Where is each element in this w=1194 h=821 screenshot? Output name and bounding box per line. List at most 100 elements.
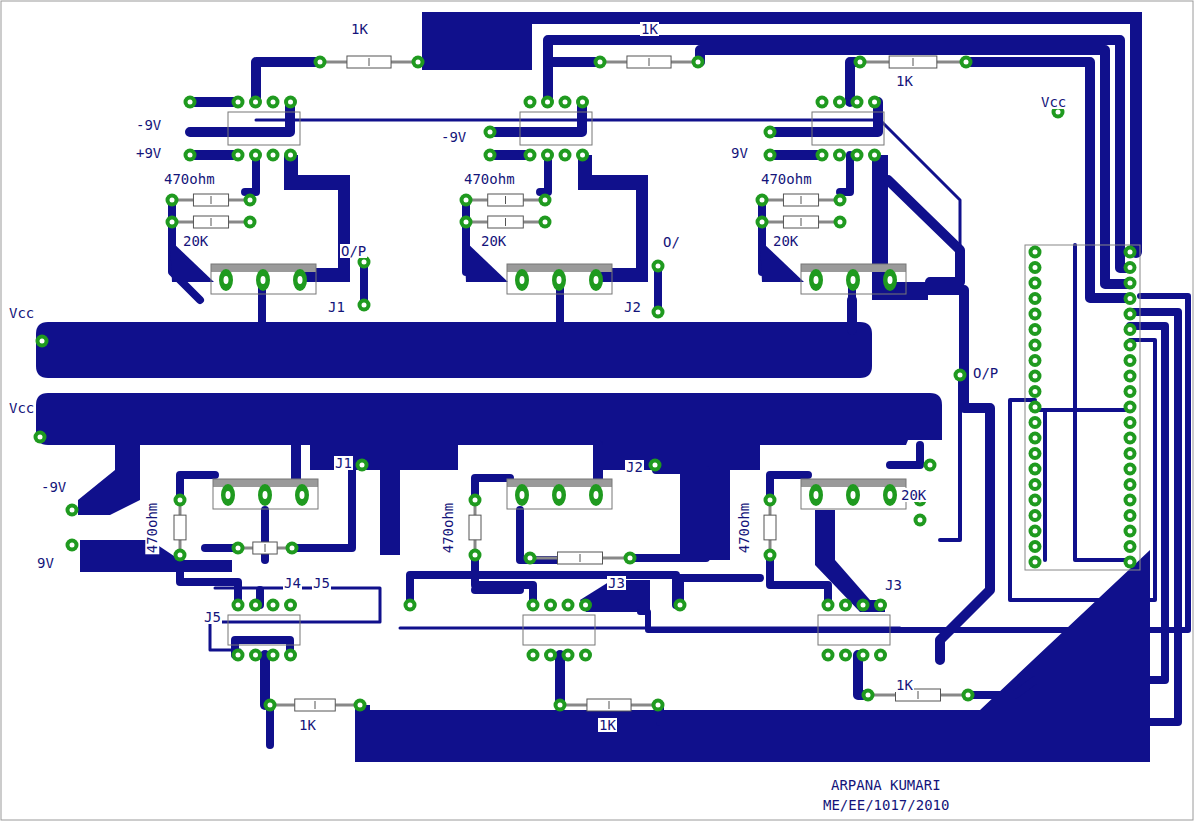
regulator-outline	[801, 479, 906, 509]
pad	[244, 194, 257, 207]
pad-hole	[1128, 343, 1133, 348]
pad	[846, 484, 860, 506]
regulator-outline	[507, 479, 612, 509]
pad	[839, 649, 852, 662]
pad-hole	[548, 603, 553, 608]
pad-hole	[1128, 312, 1133, 317]
pad-hole	[1033, 281, 1038, 286]
ic-outline	[520, 112, 592, 145]
pad	[846, 269, 860, 291]
pad-hole	[548, 653, 553, 658]
pad	[1124, 478, 1137, 491]
pad-hole	[878, 653, 883, 658]
pad	[1029, 385, 1042, 398]
pad-hole	[362, 260, 367, 265]
pad-hole	[248, 220, 253, 225]
pad-hole	[1128, 389, 1133, 394]
pad-hole	[528, 100, 533, 105]
resistor-value: 20K	[900, 488, 927, 502]
pad-hole	[837, 153, 842, 158]
pad-hole	[360, 463, 365, 468]
pad	[267, 649, 280, 662]
pad	[579, 649, 592, 662]
pad	[809, 269, 823, 291]
pad-hole	[288, 653, 293, 658]
pad-hole	[1128, 265, 1133, 270]
pad-hole	[236, 153, 241, 158]
pad-hole	[528, 556, 533, 561]
pad-hole	[814, 491, 819, 499]
pad	[286, 542, 299, 555]
pad-hole	[271, 100, 276, 105]
pad	[816, 149, 829, 162]
pad	[1124, 385, 1137, 398]
pad-hole	[263, 491, 268, 499]
resistor-value: 1K	[895, 74, 914, 88]
pad	[576, 149, 589, 162]
pad-hole	[271, 603, 276, 608]
pad	[962, 689, 975, 702]
pad	[460, 216, 473, 229]
pad-hole	[598, 60, 603, 65]
pad-hole	[178, 553, 183, 558]
pad	[544, 649, 557, 662]
signal-label: -9V	[440, 130, 467, 144]
pad	[1029, 478, 1042, 491]
pad-hole	[1033, 560, 1038, 565]
pad-hole	[358, 703, 363, 708]
pad-hole	[1033, 296, 1038, 301]
pad-hole	[236, 653, 241, 658]
pad-hole	[261, 276, 266, 284]
resistor-mark	[913, 58, 914, 66]
resistor-mark	[580, 554, 581, 562]
pad	[284, 649, 297, 662]
pad	[834, 194, 847, 207]
pad-hole	[843, 653, 848, 658]
pad	[544, 599, 557, 612]
pad	[358, 299, 371, 312]
signal-label: J1	[327, 300, 346, 314]
pad	[756, 194, 769, 207]
pad	[249, 599, 262, 612]
signal-label: J2	[623, 300, 642, 314]
pad-hole	[928, 463, 933, 468]
resistor-value: 20K	[182, 234, 209, 248]
resistor-value: 470ohm	[163, 172, 216, 186]
pad	[692, 56, 705, 69]
pad-hole	[236, 100, 241, 105]
pad-hole	[70, 543, 75, 548]
pad-hole	[1128, 544, 1133, 549]
pad	[579, 599, 592, 612]
resistor-mark	[801, 218, 802, 226]
resistor-mark	[801, 196, 802, 204]
pad-hole	[768, 153, 773, 158]
pad	[524, 96, 537, 109]
pad	[469, 549, 482, 562]
pad	[284, 149, 297, 162]
pad-hole	[1128, 250, 1133, 255]
resistor-symbol	[295, 699, 336, 711]
pad	[1124, 432, 1137, 445]
pad	[284, 96, 297, 109]
connector-outline	[1025, 245, 1140, 570]
resistor-value: 470ohm	[760, 172, 813, 186]
pad-hole	[878, 603, 883, 608]
pad	[1029, 540, 1042, 553]
pad	[834, 216, 847, 229]
signal-label: ARPANA KUMARI	[830, 778, 942, 792]
pad	[1029, 246, 1042, 259]
resistor-symbol	[587, 699, 631, 711]
pad	[166, 216, 179, 229]
pad	[1029, 401, 1042, 414]
pad	[914, 514, 927, 527]
resistor-symbol	[193, 216, 228, 228]
pad-hole	[768, 553, 773, 558]
pad-hole	[288, 603, 293, 608]
pad-hole	[1033, 513, 1038, 518]
pad	[1029, 261, 1042, 274]
pad	[1029, 509, 1042, 522]
pad	[589, 484, 603, 506]
ic-outline	[228, 615, 300, 645]
signal-label: O/P	[972, 366, 999, 380]
signal-label: -9V	[135, 118, 162, 132]
